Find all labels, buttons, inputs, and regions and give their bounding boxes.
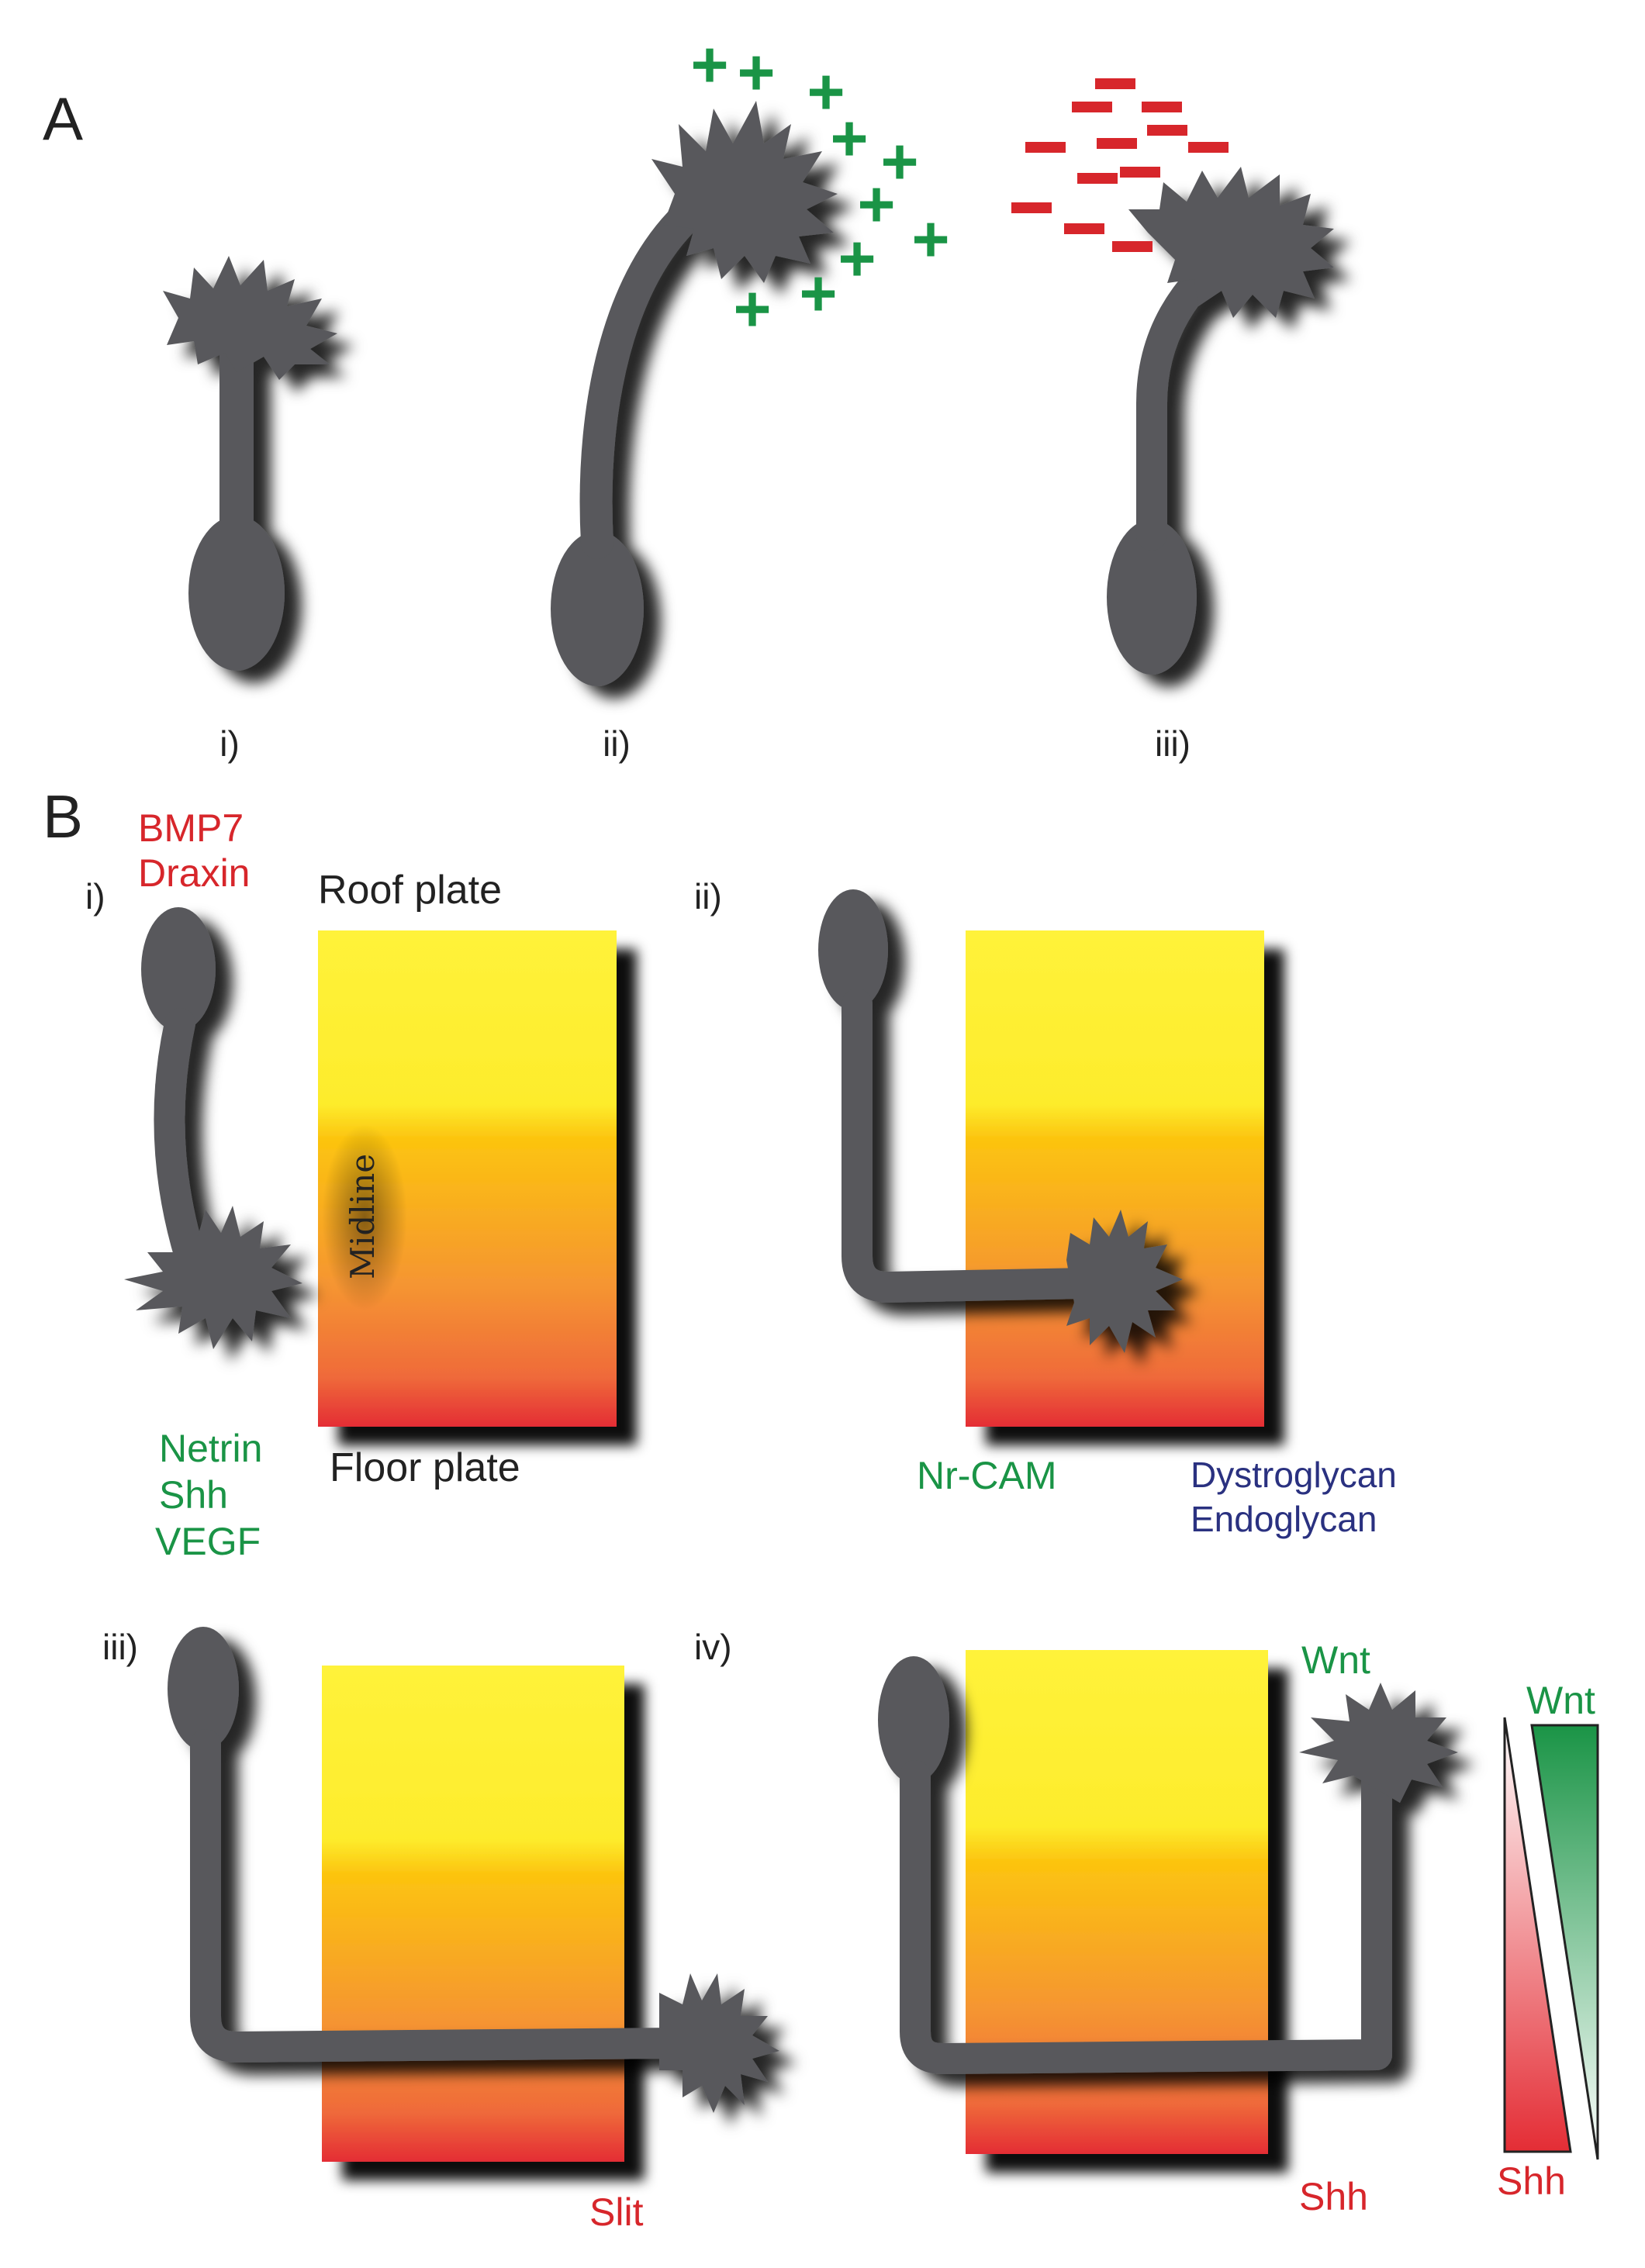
neuron-b-iii bbox=[168, 1627, 779, 2113]
repellent-minus-sign bbox=[1188, 142, 1229, 153]
repellent-label-draxin: Draxin bbox=[138, 851, 250, 895]
attractant-plus-sign: + bbox=[733, 272, 771, 345]
wnt-label: Wnt bbox=[1301, 1638, 1370, 1682]
floor-plate-label: Floor plate bbox=[330, 1445, 520, 1490]
repellent-minus-sign bbox=[1011, 202, 1052, 213]
panel-a-sublabel-ii: ii) bbox=[603, 723, 631, 764]
repellent-minus-sign bbox=[1120, 167, 1160, 178]
repellent-minus-sign bbox=[1097, 138, 1137, 149]
gradient-wnt-label: Wnt bbox=[1526, 1679, 1595, 1722]
neuron-a-i bbox=[163, 256, 337, 671]
neuron-b-iv bbox=[878, 1656, 1458, 2074]
panel-b-label: B bbox=[43, 782, 83, 851]
panel-b-sublabel-i: i) bbox=[85, 876, 105, 917]
attractant-plus-sign: + bbox=[830, 102, 868, 174]
repellent-minus-sign bbox=[1072, 102, 1112, 112]
midline-label: Midline bbox=[344, 1154, 382, 1279]
shh-gradient-triangle bbox=[1503, 1717, 1572, 2153]
neural-tube-b-iii bbox=[322, 1666, 624, 2162]
slit-label: Slit bbox=[589, 2190, 644, 2234]
attractant-label-netrin: Netrin bbox=[159, 1427, 262, 1470]
repellent-minus-sign bbox=[1064, 223, 1104, 234]
panel-a-sublabel-iii: iii) bbox=[1155, 723, 1191, 764]
panel-a-label: A bbox=[43, 85, 83, 153]
nrcam-label: Nr-CAM bbox=[917, 1454, 1057, 1497]
roof-plate-label: Roof plate bbox=[318, 868, 502, 913]
attractant-label-shh: Shh bbox=[159, 1473, 228, 1517]
panel-a-sublabel-i: i) bbox=[219, 723, 240, 764]
repellent-minus-sign bbox=[1077, 173, 1118, 184]
shh-label: Shh bbox=[1299, 2175, 1368, 2218]
glycan-label-dystroglycan: Dystroglycan bbox=[1191, 1455, 1397, 1495]
attractant-plus-sign: + bbox=[690, 28, 728, 101]
neuron-a-ii bbox=[551, 101, 838, 686]
neural-tube-b-iv bbox=[966, 1650, 1268, 2154]
attractant-label-vegf: VEGF bbox=[155, 1520, 261, 1563]
repellent-minus-sign bbox=[1142, 102, 1182, 112]
wnt-gradient-triangle bbox=[1530, 1724, 1599, 2160]
neural-tube-b-ii bbox=[966, 930, 1264, 1427]
repellent-minus-sign bbox=[1112, 241, 1153, 252]
attractant-plus-sign: + bbox=[799, 257, 837, 330]
repellent-minus-sign bbox=[1095, 78, 1135, 89]
neuron-b-i bbox=[124, 907, 302, 1349]
repellent-gradient bbox=[1011, 78, 1229, 252]
panel-b-sublabel-ii: ii) bbox=[694, 876, 722, 917]
neuron-a-iii bbox=[1107, 167, 1334, 675]
glycan-label-endoglycan: Endoglycan bbox=[1191, 1499, 1377, 1539]
repellent-minus-sign bbox=[1147, 125, 1187, 136]
midline-shadow bbox=[322, 1124, 407, 1310]
repellent-minus-sign bbox=[1025, 142, 1066, 153]
gradient-key bbox=[1503, 1717, 1599, 2160]
repellent-label-bmp7: BMP7 bbox=[138, 806, 244, 850]
gradient-shh-label: Shh bbox=[1497, 2159, 1566, 2203]
attractant-plus-sign: + bbox=[807, 55, 845, 128]
attractant-plus-sign: + bbox=[857, 167, 895, 240]
attractant-plus-sign: + bbox=[911, 202, 949, 275]
panel-b-sublabel-iii: iii) bbox=[102, 1627, 138, 1667]
attractant-gradient: ++++++++++ bbox=[690, 28, 949, 345]
panel-b-sublabel-iv: iv) bbox=[694, 1627, 732, 1667]
attractant-plus-sign: + bbox=[880, 125, 918, 198]
neuron-b-ii bbox=[818, 889, 1183, 1353]
attractant-plus-sign: + bbox=[737, 36, 775, 109]
attractant-plus-sign: + bbox=[838, 222, 876, 295]
